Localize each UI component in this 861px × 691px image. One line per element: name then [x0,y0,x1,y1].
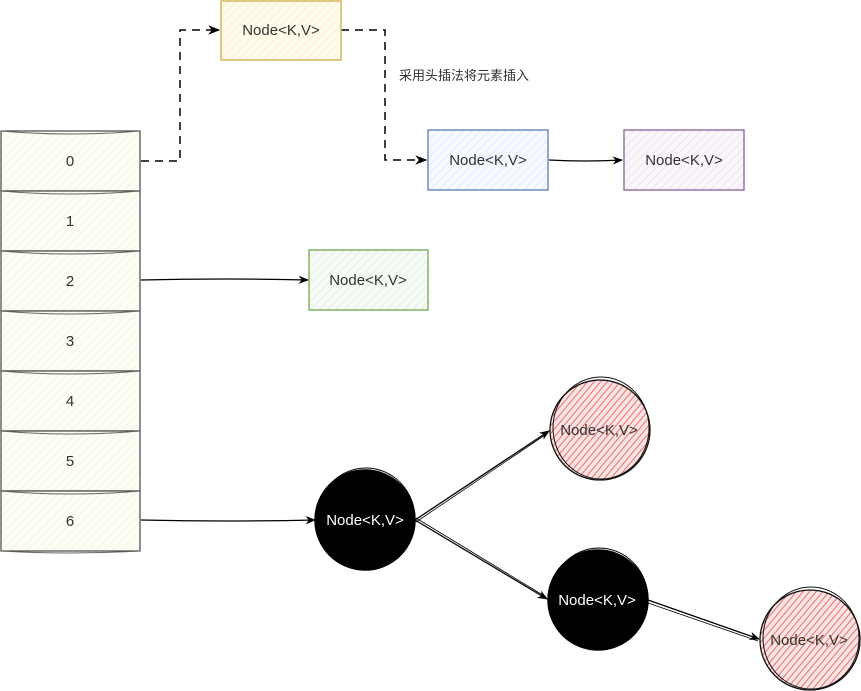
bucket-0[interactable]: 0 [0,130,141,192]
node-blue[interactable]: Node<K,V> [427,129,549,191]
node-label: Node<K,V> [449,152,527,169]
bucket-4[interactable]: 4 [0,370,141,432]
bucket-index-label: 4 [66,393,74,410]
tree-node-red-1[interactable]: Node<K,V> [549,376,651,481]
edge-sketch-stroke [415,517,547,598]
edge-bucket0-to-yellow [141,25,221,162]
tree-node-black-root[interactable]: Node<K,V> [314,467,416,571]
edge-sketch-stroke [647,602,759,642]
node-purple[interactable]: Node<K,V> [623,129,745,191]
node-label: Node<K,V> [326,512,404,529]
node-green[interactable]: Node<K,V> [308,249,429,311]
bucket-index-label: 5 [66,453,74,470]
edge-sketch-stroke [415,432,549,523]
edge-yellow-to-blue [341,29,428,165]
bucket-3[interactable]: 3 [0,310,141,372]
edge-bucket2-to-green [140,275,310,284]
bucket-index-label: 2 [66,273,74,290]
node-label: Node<K,V> [242,22,320,39]
insertion-note: 采用头插法将元素插入 [399,69,529,84]
node-label: Node<K,V> [558,592,636,609]
edge-black-child-to-red2 [647,599,760,640]
bucket-6[interactable]: 6 [0,490,141,554]
node-label: Node<K,V> [770,632,848,649]
node-label: Node<K,V> [560,422,638,439]
bucket-index-label: 6 [66,513,74,530]
node-label: Node<K,V> [329,272,407,289]
edge-blue-to-purple [548,156,624,165]
bucket-1[interactable]: 1 [0,190,141,252]
edges [140,25,760,642]
edge-root-to-red1 [414,430,550,521]
edge-root-to-black-child [414,519,548,600]
edge-bucket6-to-root [140,516,317,525]
bucket-2[interactable]: 2 [0,250,141,312]
bucket-index-label: 1 [66,213,74,230]
bucket-index-label: 3 [66,333,74,350]
bucket-index-label: 0 [66,153,74,170]
bucket-array: 0 1 2 3 4 5 6 [0,130,141,554]
tree-node-red-2[interactable]: Node<K,V> [759,586,861,691]
bucket-5[interactable]: 5 [0,430,141,492]
node-label: Node<K,V> [645,152,723,169]
tree-node-black-child[interactable]: Node<K,V> [547,547,649,651]
node-yellow[interactable]: Node<K,V> [220,0,342,61]
